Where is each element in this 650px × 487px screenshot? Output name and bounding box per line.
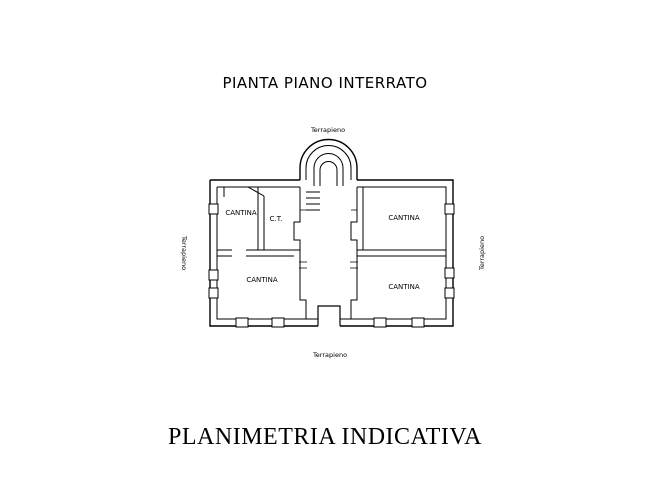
window-mark bbox=[208, 287, 219, 299]
window-mark bbox=[208, 203, 219, 215]
room-label-ct: C.T. bbox=[270, 215, 283, 223]
room-label-cantina-top-left: CANTINA bbox=[225, 209, 256, 217]
terrapieno-right: Terrapieno bbox=[478, 236, 486, 271]
plan-caption: PLANIMETRIA INDICATIVA bbox=[168, 424, 482, 450]
plan-walls bbox=[209, 138, 454, 327]
window-mark bbox=[373, 317, 387, 328]
partition-cantina-ct bbox=[257, 187, 265, 250]
corridor-bottom bbox=[317, 305, 341, 326]
terrapieno-top: Terrapieno bbox=[310, 126, 345, 134]
room-label-cantina-bottom-left: CANTINA bbox=[246, 276, 277, 284]
terrapieno-left: Terrapieno bbox=[180, 235, 188, 270]
corridor-left-wall bbox=[293, 187, 307, 319]
stair-tower bbox=[299, 138, 358, 180]
outer-wall-right-inner bbox=[340, 186, 447, 320]
room-label-cantina-bottom-right: CANTINA bbox=[388, 283, 419, 291]
spiral-stair bbox=[313, 153, 344, 186]
outer-wall-right bbox=[340, 179, 454, 327]
stair-steps bbox=[306, 191, 320, 211]
window-mark bbox=[444, 287, 455, 299]
window-mark bbox=[444, 267, 455, 279]
window-mark bbox=[235, 317, 249, 328]
window-mark bbox=[444, 203, 455, 215]
page-title: PIANTA PIANO INTERRATO bbox=[222, 74, 428, 92]
terrapieno-bottom: Terrapieno bbox=[312, 351, 347, 359]
corridor-right-wall bbox=[350, 187, 358, 319]
partition-right-horizontal bbox=[357, 249, 446, 257]
window-mark bbox=[411, 317, 425, 328]
partition-left-horizontal bbox=[217, 249, 300, 257]
window-mark bbox=[208, 269, 219, 281]
partition-diagonal bbox=[247, 186, 265, 197]
window-mark bbox=[271, 317, 285, 328]
outer-wall-left-inner bbox=[216, 186, 318, 320]
plan-dimension-ticks bbox=[299, 209, 358, 269]
room-label-cantina-top-right: CANTINA bbox=[388, 214, 419, 222]
stair-tower-inner bbox=[305, 145, 352, 180]
plan-openings bbox=[208, 203, 455, 328]
spiral-stair-inner bbox=[319, 161, 338, 186]
